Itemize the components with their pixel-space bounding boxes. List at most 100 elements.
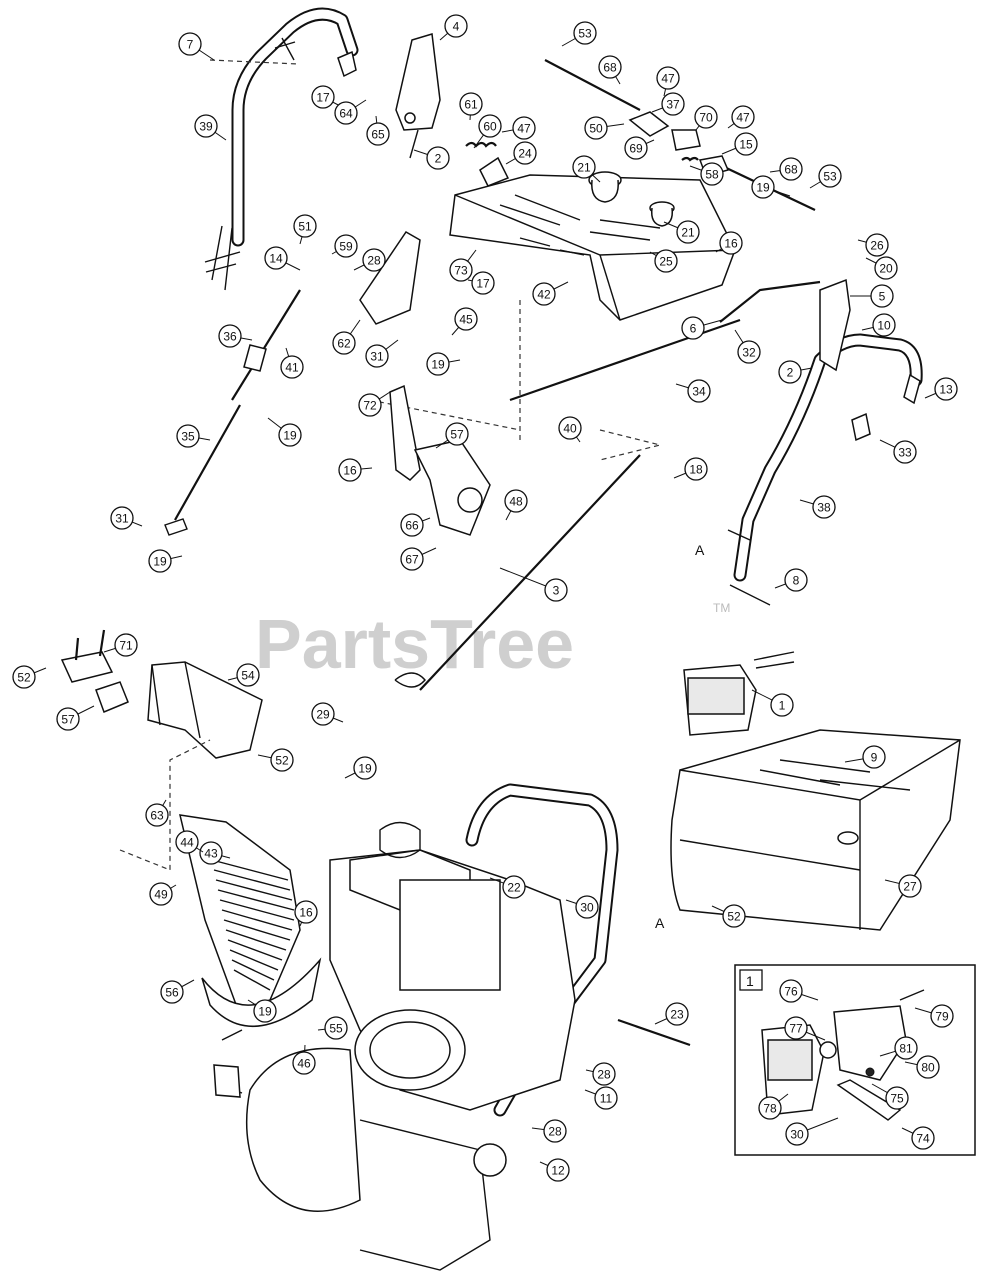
watermark: PartsTree — [255, 605, 574, 683]
callout-bubble — [818, 164, 842, 188]
knob-21-a — [588, 171, 622, 203]
callout-bubble — [293, 214, 317, 238]
callout-16: 16 — [294, 900, 318, 927]
callout-number: 67 — [405, 553, 419, 567]
callout-number: 28 — [367, 254, 381, 268]
callout-53: 53 — [809, 164, 842, 189]
callout-12: 12 — [539, 1158, 570, 1182]
lever-bracket-24 — [479, 156, 510, 187]
callout-bubble — [870, 284, 894, 308]
callout-35: 35 — [176, 424, 211, 448]
callout-bubble — [874, 256, 898, 280]
rod-3 — [419, 454, 641, 691]
callout-number: 33 — [898, 446, 912, 460]
callout-bubble — [916, 1055, 940, 1079]
callout-bubble — [594, 1086, 618, 1110]
callout-number: 47 — [736, 111, 750, 125]
callout-bubble — [12, 665, 36, 689]
callout-bubble — [148, 549, 172, 573]
callout-bubble — [114, 633, 138, 657]
callout-41: 41 — [280, 347, 304, 379]
callout-57: 57 — [56, 705, 95, 731]
callout-51: 51 — [293, 214, 317, 245]
callout-number: 57 — [450, 428, 464, 442]
callout-bubble — [311, 85, 335, 109]
callout-bubble — [751, 175, 775, 199]
callout-52: 52 — [257, 748, 294, 772]
callout-number: 56 — [165, 986, 179, 1000]
callout-number: 29 — [316, 708, 330, 722]
lever-5 — [819, 278, 851, 372]
callout-bubble — [253, 999, 277, 1023]
callout-number: 28 — [548, 1125, 562, 1139]
callout-bubble — [365, 344, 389, 368]
engine — [245, 821, 576, 1271]
callout-bubble — [311, 702, 335, 726]
callout-bubble — [654, 249, 678, 273]
callout-54: 54 — [227, 663, 260, 687]
callout-number: 8 — [793, 574, 800, 588]
callout-9: 9 — [844, 745, 886, 769]
callout-number: 48 — [509, 495, 523, 509]
watermark-trademark: TM — [713, 601, 730, 615]
callout-number: 16 — [724, 237, 738, 251]
callout-number: 40 — [563, 422, 577, 436]
bracket-33 — [851, 412, 871, 442]
callout-number: 20 — [879, 262, 893, 276]
callout-number: 19 — [756, 181, 770, 195]
callout-bubble — [779, 157, 803, 181]
callout-number: 36 — [223, 330, 237, 344]
callout-bubble — [532, 282, 556, 306]
callout-bubble — [894, 1036, 918, 1060]
callout-number: 61 — [464, 98, 478, 112]
callout-50: 50 — [584, 116, 625, 140]
callout-19: 19 — [344, 756, 377, 780]
chute-71 — [60, 629, 129, 713]
callout-number: 50 — [589, 122, 603, 136]
callout-number: 46 — [297, 1057, 311, 1071]
callout-bubble — [218, 324, 242, 348]
callout-number: 47 — [661, 72, 675, 86]
callout-number: 68 — [603, 61, 617, 75]
callout-32: 32 — [734, 329, 761, 364]
callout-number: 70 — [699, 111, 713, 125]
callout-bubble — [930, 1004, 954, 1028]
callout-20: 20 — [865, 256, 898, 280]
callout-number: 16 — [343, 464, 357, 478]
callout-bubble — [758, 1096, 782, 1120]
callout-number: 81 — [899, 1042, 913, 1056]
callout-bubble — [426, 146, 450, 170]
callout-19: 19 — [247, 999, 277, 1023]
inset-box — [734, 964, 976, 1156]
callout-bubble — [812, 495, 836, 519]
callout-5: 5 — [850, 284, 894, 308]
callout-69: 69 — [624, 136, 655, 160]
callout-number: 2 — [435, 152, 442, 166]
point-a-upper: A — [695, 542, 705, 558]
callout-bubble — [449, 258, 473, 282]
callout-number: 7 — [187, 38, 194, 52]
callout-number: 53 — [578, 27, 592, 41]
callout-bubble — [785, 1122, 809, 1146]
knob-21-b — [649, 201, 675, 227]
callout-bubble — [459, 92, 483, 116]
callout-number: 21 — [577, 161, 591, 175]
callout-31: 31 — [365, 339, 399, 368]
callout-bubble — [558, 416, 582, 440]
callout-62: 62 — [332, 319, 361, 355]
callout-bubble — [719, 231, 743, 255]
callout-bubble — [56, 707, 80, 731]
callout-79: 79 — [914, 1004, 954, 1028]
callout-bubble — [471, 271, 495, 295]
callout-number: 47 — [517, 122, 531, 136]
callout-13: 13 — [924, 377, 958, 401]
callout-number: 59 — [339, 240, 353, 254]
callout-number: 49 — [154, 888, 168, 902]
callout-53: 53 — [561, 21, 597, 47]
callout-bubble — [278, 423, 302, 447]
spring-60 — [465, 141, 497, 148]
callout-16: 16 — [715, 231, 743, 255]
callout-bubble — [872, 313, 896, 337]
callout-10: 10 — [861, 313, 896, 337]
callout-42: 42 — [532, 281, 569, 306]
